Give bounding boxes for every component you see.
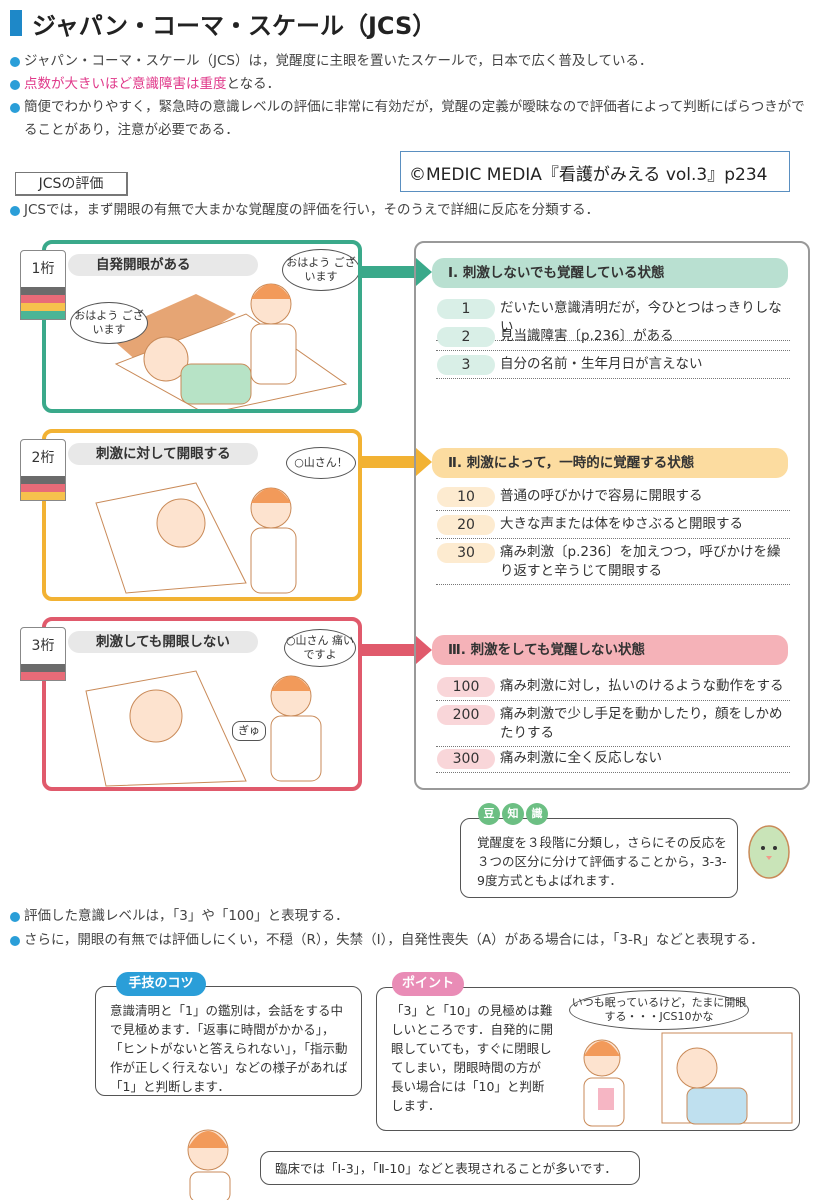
bullet-expression: 評価した意識レベルは，「3」や「100」と表現する． bbox=[8, 905, 818, 928]
level-1-panel: 自発開眼がある おはよう ございます おはよう ございます bbox=[42, 240, 362, 413]
nurse-speech-bubble: ○山さん！ bbox=[286, 447, 356, 479]
point-badge: ポイント bbox=[392, 972, 464, 996]
point-box: 「3」と「10」の見極めは難しいところです．自発的に開眼していても，すぐに閉眼し… bbox=[376, 987, 800, 1131]
level-2-panel: 刺激に対して開眼する ○山さん！ bbox=[42, 429, 362, 601]
nurse-speech-bubble: おはよう ございます bbox=[282, 249, 358, 291]
table-row: 20 大きな声または体をゆさぶると開眼する bbox=[436, 512, 790, 539]
score: 10 bbox=[437, 487, 495, 507]
table-row: 100 痛み刺激に対し，払いのけるような動作をする bbox=[436, 674, 790, 701]
copyright-box: ©MEDIC MEDIA『看護がみえる vol.3』p234 bbox=[400, 151, 790, 192]
level-1-header: Ⅰ. 刺激しないでも覚醒している状態 bbox=[432, 258, 788, 288]
bean-mascot-icon bbox=[748, 825, 790, 879]
table-row: 10 普通の呼びかけで容易に開眼する bbox=[436, 484, 790, 511]
description: 痛み刺激に対し，払いのけるような動作をする bbox=[500, 678, 784, 694]
description: 自分の名前・生年月日が言えない bbox=[500, 356, 703, 372]
intro-bullet-1: ジャパン・コーマ・スケール（JCS）は，覚醒度に主眼を置いたスケールで，日本で広… bbox=[8, 50, 808, 73]
level-tab-label: 1桁 bbox=[31, 261, 55, 277]
level-3-tab: 3桁 bbox=[20, 627, 66, 681]
description: だいたい意識清明だが，今ひとつはっきりしない bbox=[500, 300, 782, 335]
title-marker bbox=[10, 10, 22, 36]
level-1-caption: 自発開眼がある bbox=[68, 254, 258, 276]
intro-bullet-3: 簡便でわかりやすく，緊急時の意識レベルの評価に非常に有効だが，覚醒の定義が曖昧な… bbox=[8, 96, 818, 142]
description: 痛み刺激〔p.236〕を加えつつ，呼びかけを繰り返すと辛うじて開眼する bbox=[500, 544, 781, 579]
tip-box: 意識清明と「1」の鑑別は，会話をする中で見極めます．「返事に時間がかかる」，「ヒ… bbox=[95, 986, 362, 1096]
section-label: JCSの評価 bbox=[15, 172, 128, 196]
level-2-caption: 刺激に対して開眼する bbox=[68, 443, 258, 465]
intro-bullet-2: 点数が大きいほど意識障害は重度となる． bbox=[8, 73, 808, 96]
point-text: 「3」と「10」の見極めは難しいところです．自発的に開眼していても，すぐに閉眼し… bbox=[391, 1003, 554, 1113]
score: 200 bbox=[437, 705, 495, 725]
level-3-caption: 刺激しても開眼しない bbox=[68, 631, 258, 653]
level-3-header: Ⅲ. 刺激をしても覚醒しない状態 bbox=[432, 635, 788, 665]
level-3-panel: 刺激しても開眼しない ○山さん 痛いですよ ぎゅ bbox=[42, 617, 362, 791]
description: 痛み刺激に全く反応しない bbox=[500, 750, 662, 766]
patient-speech-bubble: おはよう ございます bbox=[70, 302, 148, 344]
table-row: 3 自分の名前・生年月日が言えない bbox=[436, 352, 790, 379]
score: 3 bbox=[437, 355, 495, 375]
description: 見当識障害〔p.236〕がある bbox=[500, 328, 674, 344]
bullet-modifiers: さらに，開眼の有無では評価しにくい，不穏（R），失禁（I），自発性喪失（A）があ… bbox=[8, 929, 823, 952]
score: 300 bbox=[437, 749, 495, 769]
nurse-illustration bbox=[187, 1129, 231, 1200]
nurse-speech-bubble: ○山さん 痛いですよ bbox=[284, 629, 356, 667]
intro-text: となる． bbox=[226, 76, 281, 92]
score: 2 bbox=[437, 327, 495, 347]
badge-char: 識 bbox=[526, 803, 548, 825]
score: 1 bbox=[437, 299, 495, 319]
score: 100 bbox=[437, 677, 495, 697]
table-row: 2 見当識障害〔p.236〕がある bbox=[436, 324, 790, 351]
nurse-patient-illustration bbox=[583, 1032, 793, 1127]
level-2-header: Ⅱ. 刺激によって，一時的に覚醒する状態 bbox=[432, 448, 788, 478]
patient-illustration bbox=[95, 482, 297, 594]
tip-badge: 手技のコツ bbox=[116, 972, 206, 996]
highlight-text: 点数が大きいほど意識障害は重度 bbox=[24, 76, 227, 92]
section-bullet: JCSでは，まず開眼の有無で大まかな覚醒度の評価を行い，そのうえで詳細に反応を分… bbox=[8, 199, 808, 222]
thought-bubble: いつも眠っているけど，たまに開眼する・・・JCS10かな bbox=[569, 990, 749, 1030]
badge-char: 豆 bbox=[478, 803, 500, 825]
patient-illustration bbox=[106, 283, 348, 409]
page-title: ジャパン・コーマ・スケール（JCS） bbox=[32, 12, 437, 40]
description: 普通の呼びかけで容易に開眼する bbox=[500, 488, 703, 504]
scale-table bbox=[414, 241, 810, 790]
score: 20 bbox=[437, 515, 495, 535]
level-2-tab: 2桁 bbox=[20, 439, 66, 501]
squeeze-sound: ぎゅ bbox=[232, 721, 266, 741]
score: 30 bbox=[437, 543, 495, 563]
level-tab-label: 3桁 bbox=[31, 638, 55, 654]
patient-illustration bbox=[85, 670, 322, 787]
table-row: 300 痛み刺激に全く反応しない bbox=[436, 746, 790, 773]
badge-char: 知 bbox=[502, 803, 524, 825]
level-tab-label: 2桁 bbox=[31, 450, 55, 466]
level-1-tab: 1桁 bbox=[20, 250, 66, 320]
trivia-badge: 豆 知 識 bbox=[478, 803, 548, 825]
trivia-box: 覚醒度を３段階に分類し，さらにその反応を３つの区分に分けて評価することから，3-… bbox=[460, 818, 738, 898]
description: 大きな声または体をゆさぶると開眼する bbox=[500, 516, 743, 532]
footer-speech-bubble: 臨床では「Ⅰ-3」，「Ⅱ-10」などと表現されることが多いです． bbox=[260, 1151, 640, 1185]
description: 痛み刺激で少し手足を動かしたり，顔をしかめたりする bbox=[500, 706, 783, 741]
